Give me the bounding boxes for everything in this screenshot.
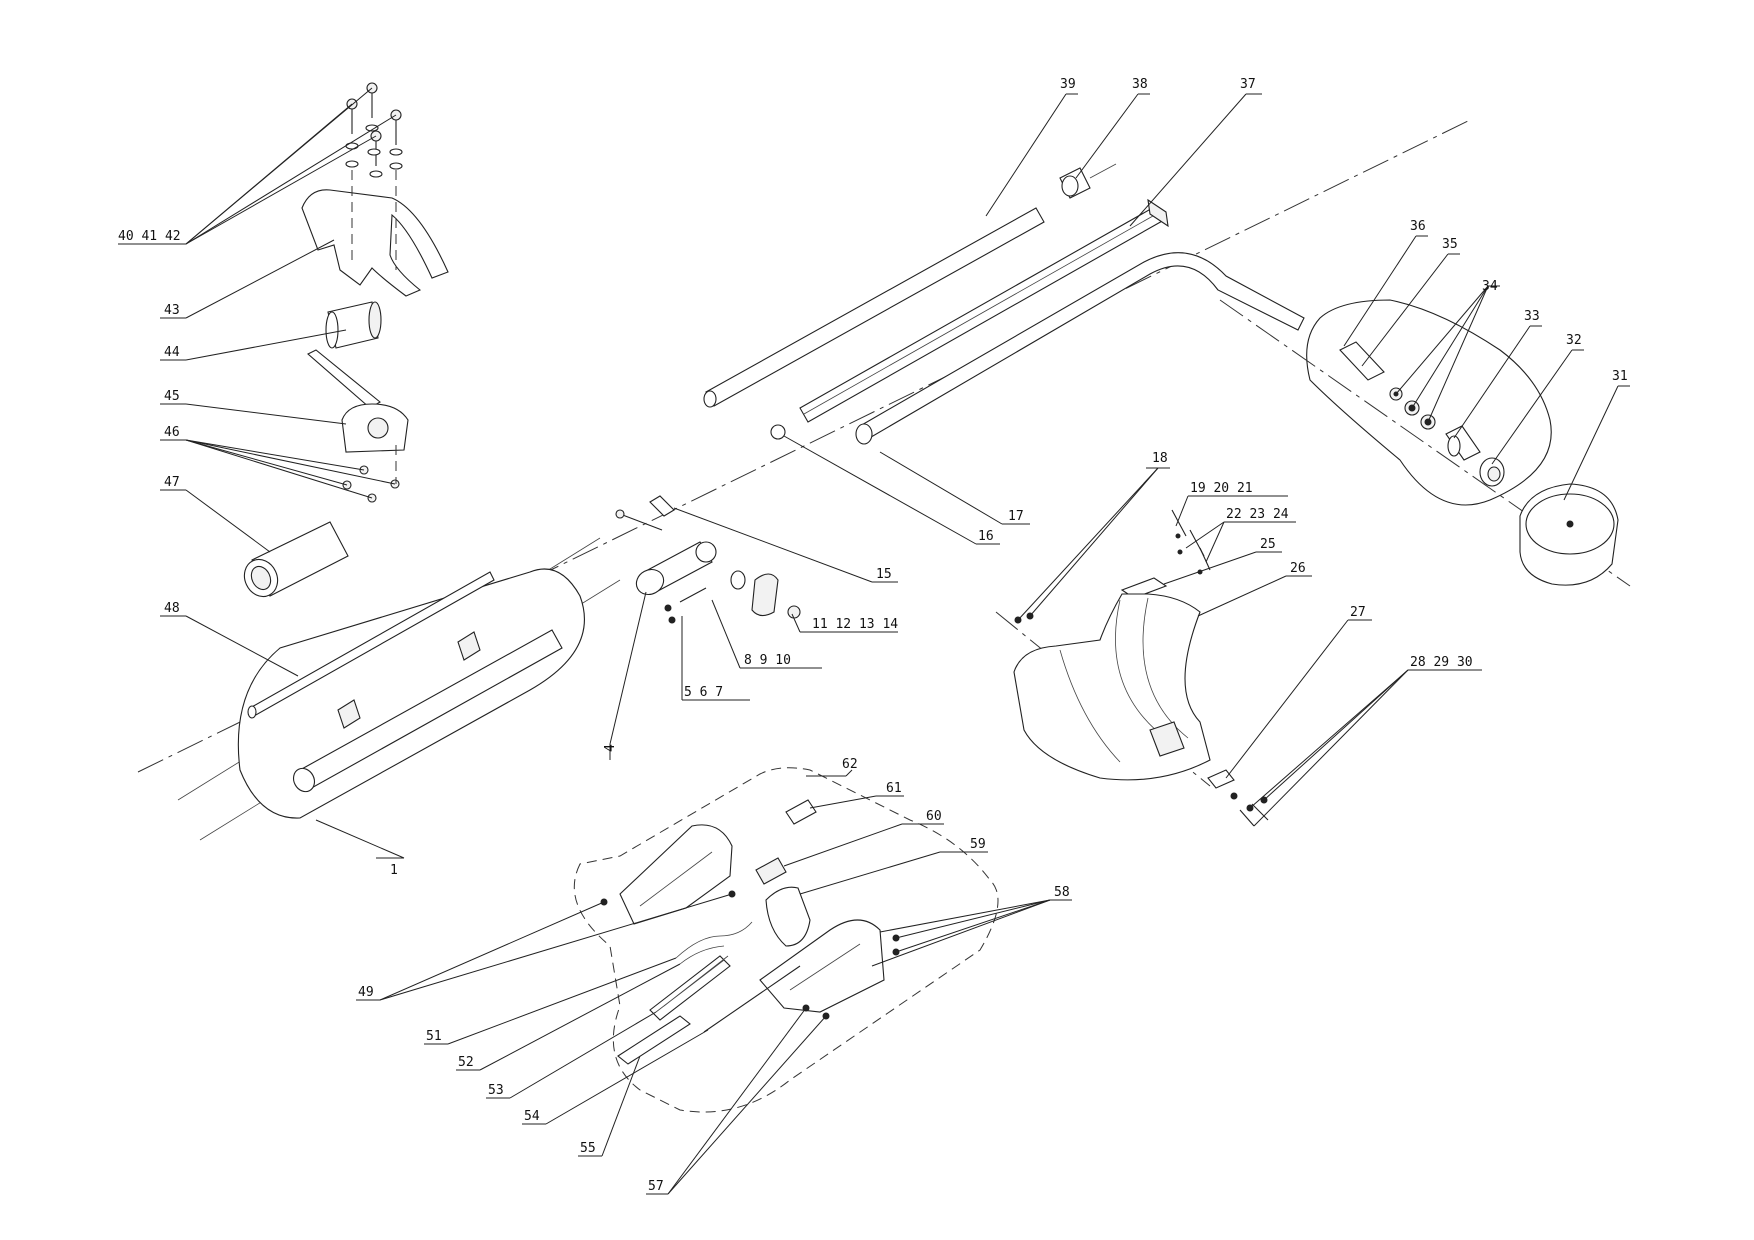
- label-46: 46: [164, 425, 180, 440]
- part-43-handle-housing: [301, 189, 449, 297]
- label-58: 58: [1054, 885, 1070, 900]
- label-59: 59: [970, 837, 986, 852]
- label-4: 4: [603, 744, 618, 752]
- label-32: 32: [1566, 333, 1582, 348]
- label-17: 17: [1008, 509, 1024, 524]
- label-5-7: 5 6 7: [684, 685, 723, 700]
- label-55: 55: [580, 1141, 596, 1156]
- label-28-30: 28 29 30: [1410, 655, 1473, 670]
- label-44: 44: [164, 345, 180, 360]
- handle-assembly-group: [243, 82, 449, 598]
- part-46-nuts: [342, 445, 400, 503]
- label-31: 31: [1612, 369, 1628, 384]
- label-15: 15: [876, 567, 892, 582]
- part-labels: 40 41 42 43 44 45 46 47 48 1 4 5 6 7 8 9…: [118, 77, 1628, 1194]
- label-16: 16: [978, 529, 994, 544]
- label-39: 39: [1060, 77, 1076, 92]
- label-18: 18: [1152, 451, 1168, 466]
- label-54: 54: [524, 1109, 540, 1124]
- guard-group: [995, 509, 1269, 827]
- label-47: 47: [164, 475, 180, 490]
- lower-shaft-group: [137, 119, 1471, 841]
- label-25: 25: [1260, 537, 1276, 552]
- label-53: 53: [488, 1083, 504, 1098]
- label-43: 43: [164, 303, 180, 318]
- part-42-screws: [345, 82, 403, 178]
- trimmer-head-group: [1219, 299, 1631, 587]
- label-33: 33: [1524, 309, 1540, 324]
- label-26: 26: [1290, 561, 1306, 576]
- label-11-14: 11 12 13 14: [812, 617, 898, 632]
- label-45: 45: [164, 389, 180, 404]
- label-37: 37: [1240, 77, 1256, 92]
- label-19-21: 19 20 21: [1190, 481, 1253, 496]
- label-36: 36: [1410, 219, 1426, 234]
- label-52: 52: [458, 1055, 474, 1070]
- label-48: 48: [164, 601, 180, 616]
- label-57: 57: [648, 1179, 664, 1194]
- label-62: 62: [842, 757, 858, 772]
- motor-housing-group: [573, 767, 999, 1113]
- label-49: 49: [358, 985, 374, 1000]
- part-44-sleeve: [325, 301, 382, 349]
- label-1: 1: [390, 863, 398, 878]
- part-45-lever-clamp: [307, 349, 409, 453]
- label-35: 35: [1442, 237, 1458, 252]
- label-38: 38: [1132, 77, 1148, 92]
- label-60: 60: [926, 809, 942, 824]
- label-51: 51: [426, 1029, 442, 1044]
- label-8-10: 8 9 10: [744, 653, 791, 668]
- label-34: 34: [1482, 279, 1498, 294]
- leader-lines: [118, 87, 1630, 1195]
- upper-shaft-group: [703, 163, 1305, 445]
- label-61: 61: [886, 781, 902, 796]
- shaft-clamp-group: [615, 495, 801, 624]
- part-47-grip: [243, 521, 349, 598]
- label-22-24: 22 23 24: [1226, 507, 1289, 522]
- label-40-42: 40 41 42: [118, 229, 181, 244]
- label-27: 27: [1350, 605, 1366, 620]
